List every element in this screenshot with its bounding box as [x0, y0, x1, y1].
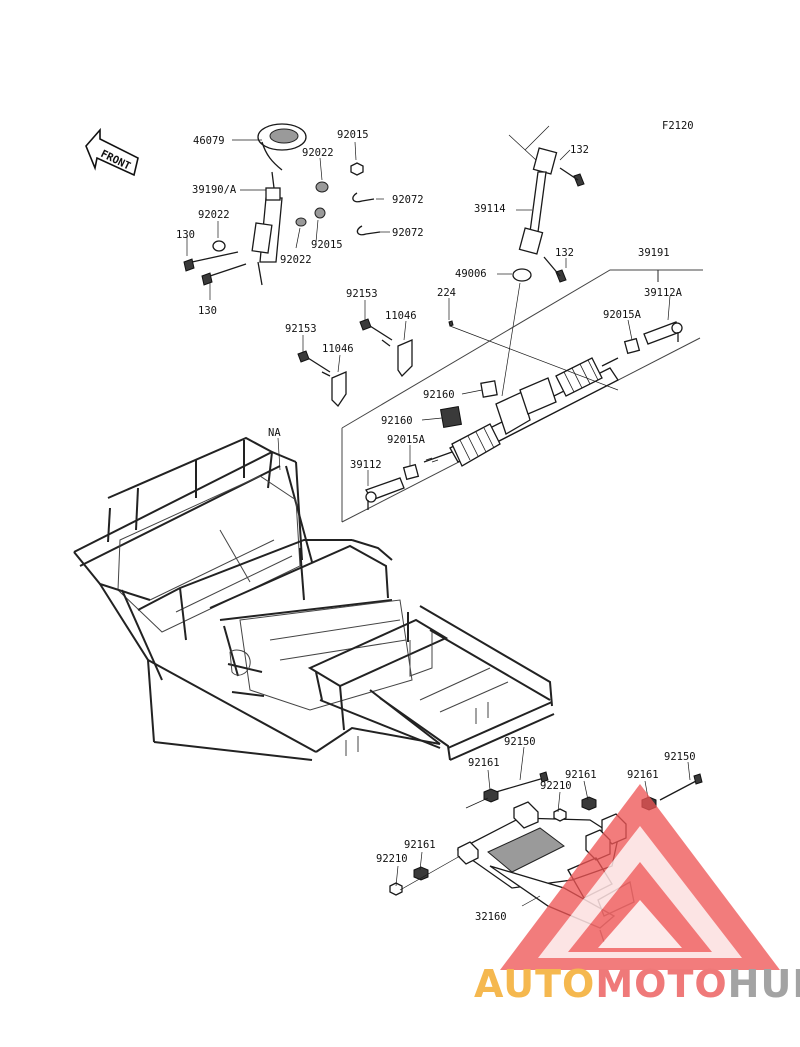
callout-39112: 39112 [350, 459, 382, 471]
main-frame [73, 436, 555, 761]
callout-92150: 92150 [664, 751, 696, 763]
front-arrow-icon: FRONT [85, 127, 139, 177]
callout-39112a: 39112A [644, 287, 683, 299]
callout-130: 130 [176, 229, 195, 241]
callout-49006: 49006 [455, 268, 487, 280]
callout-92161: 92161 [404, 839, 436, 851]
callout-92160: 92160 [423, 389, 455, 401]
steering-brackets [297, 318, 413, 408]
callout-92015a: 92015A [387, 434, 426, 446]
callout-92153: 92153 [285, 323, 317, 335]
callout-92160: 92160 [381, 415, 413, 427]
callout-39191: 39191 [638, 247, 670, 259]
callout-224: 224 [437, 287, 456, 299]
callout-92022: 92022 [302, 147, 334, 159]
callout-132: 132 [570, 144, 589, 156]
callout-92161: 92161 [627, 769, 659, 781]
callout-130: 130 [198, 305, 217, 317]
callout-39114: 39114 [474, 203, 506, 215]
callout-92022: 92022 [198, 209, 230, 221]
watermark-triangle-icon [500, 784, 780, 970]
automotohub-watermark: AUTOMOTOHUB [474, 784, 800, 1006]
callout-labels: 46079 92015 92022 39190/A 92072 92022 13… [176, 129, 696, 923]
callout-92210: 92210 [376, 853, 408, 865]
callout-132: 132 [555, 247, 574, 259]
leader-lines [186, 139, 691, 907]
callout-11046: 11046 [322, 343, 354, 355]
callout-92161: 92161 [468, 757, 500, 769]
figure-code: F2120 [662, 120, 694, 132]
callout-92015a: 92015A [603, 309, 642, 321]
callout-92153: 92153 [346, 288, 378, 300]
intermediate-shaft [501, 125, 585, 397]
callout-92015: 92015 [337, 129, 369, 141]
callout-39190-a: 39190/A [192, 184, 237, 196]
callout-92072: 92072 [392, 194, 424, 206]
callout-92072: 92072 [392, 227, 424, 239]
steering-column-assembly [183, 123, 381, 286]
callout-92161: 92161 [565, 769, 597, 781]
callout-92022: 92022 [280, 254, 312, 266]
callout-11046: 11046 [385, 310, 417, 322]
callout-32160: 32160 [475, 911, 507, 923]
watermark-text: AUTOMOTOHUB [474, 962, 800, 1006]
callout-92210: 92210 [540, 780, 572, 792]
steering-rack-box [341, 269, 703, 523]
callout-92015: 92015 [311, 239, 343, 251]
callout-46079: 46079 [193, 135, 225, 147]
frame-label: NA [268, 427, 281, 439]
callout-92150: 92150 [504, 736, 536, 748]
